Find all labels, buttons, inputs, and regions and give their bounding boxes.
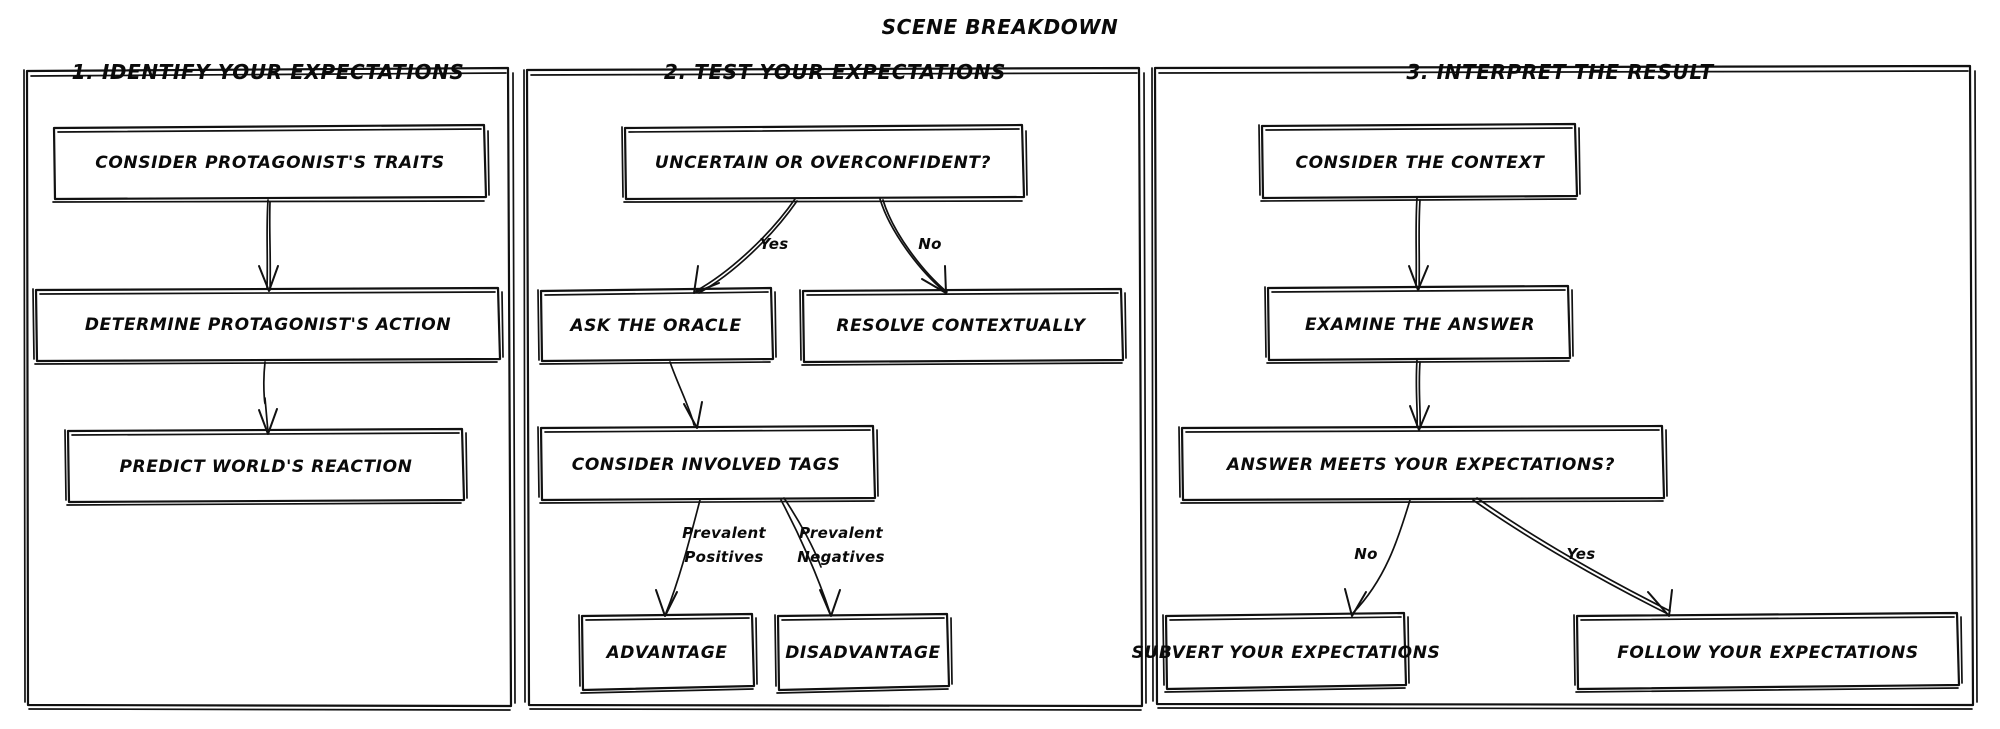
edge-n1b-n1c <box>258 361 278 435</box>
edge-n1a-n1b <box>258 199 279 292</box>
edge-label-yes: Yes <box>1567 545 1596 563</box>
node-consider-protagonists-traits[interactable] <box>52 123 490 203</box>
node-consider-the-context[interactable] <box>1258 122 1581 202</box>
node-ask-the-oracle[interactable] <box>537 286 777 365</box>
node-label: ASK THE ORACLE <box>568 316 741 336</box>
edge-n2a-n2c-no <box>879 198 948 294</box>
node-examine-the-answer[interactable] <box>1264 284 1574 364</box>
edge-label-prevalent-negatives-line1: Prevalent <box>799 524 883 542</box>
node-label: ANSWER MEETS YOUR EXPECTATIONS? <box>1225 455 1615 475</box>
node-label: DISADVANTAGE <box>785 643 941 663</box>
node-uncertain-or-overconfident[interactable] <box>621 123 1028 203</box>
node-label: CONSIDER INVOLVED TAGS <box>572 455 840 475</box>
node-consider-involved-tags[interactable] <box>537 424 879 504</box>
node-resolve-contextually[interactable] <box>799 287 1127 366</box>
edge-n2b-n2d <box>669 361 703 429</box>
node-label: PREDICT WORLD'S REACTION <box>119 457 412 477</box>
node-subvert-your-expectations[interactable] <box>1162 611 1410 693</box>
node-follow-your-expectations[interactable] <box>1573 611 1963 693</box>
diagram-title: SCENE BREAKDOWN <box>882 15 1119 39</box>
edge-n3b-n3c <box>1409 359 1430 431</box>
edge-label-no: No <box>1354 545 1377 563</box>
node-disadvantage[interactable] <box>774 612 953 694</box>
node-label: ADVANTAGE <box>604 643 727 663</box>
node-answer-meets-your-expectations[interactable] <box>1178 424 1668 504</box>
node-determine-protagonists-action[interactable] <box>32 286 504 365</box>
node-label: FOLLOW YOUR EXPECTATIONS <box>1617 643 1919 663</box>
edge-n3c-n3d-no <box>1344 499 1411 617</box>
edge-n3a-n3b <box>1408 197 1429 291</box>
edge-label-prevalent-positives-line1: Prevalent <box>682 524 766 542</box>
edge-label-yes: Yes <box>760 235 789 253</box>
node-label: DETERMINE PROTAGONIST'S ACTION <box>85 315 451 335</box>
node-label: RESOLVE CONTEXTUALLY <box>836 316 1086 336</box>
edge-label-no: No <box>918 235 941 253</box>
panel-1-frame <box>23 66 516 711</box>
panel-1-heading: 1. IDENTIFY YOUR EXPECTATIONS <box>72 60 465 84</box>
edge-label-prevalent-positives-line2: Positives <box>684 548 763 566</box>
panel-3-heading: 3. INTERPRET THE RESULT <box>1406 60 1714 84</box>
node-label: CONSIDER THE CONTEXT <box>1296 153 1546 173</box>
node-predict-worlds-reaction[interactable] <box>64 427 468 506</box>
panel-2-frame <box>523 66 1147 711</box>
node-label: UNCERTAIN OR OVERCONFIDENT? <box>655 153 991 173</box>
edge-label-prevalent-negatives-line2: Negatives <box>797 548 884 566</box>
node-label: EXAMINE THE ANSWER <box>1305 315 1535 335</box>
node-advantage[interactable] <box>578 612 758 694</box>
node-label: SUBVERT YOUR EXPECTATIONS <box>1132 643 1441 663</box>
node-label: CONSIDER PROTAGONIST'S TRAITS <box>95 153 444 173</box>
panel-2-heading: 2. TEST YOUR EXPECTATIONS <box>664 60 1006 84</box>
panel-3-frame <box>1151 64 1978 710</box>
